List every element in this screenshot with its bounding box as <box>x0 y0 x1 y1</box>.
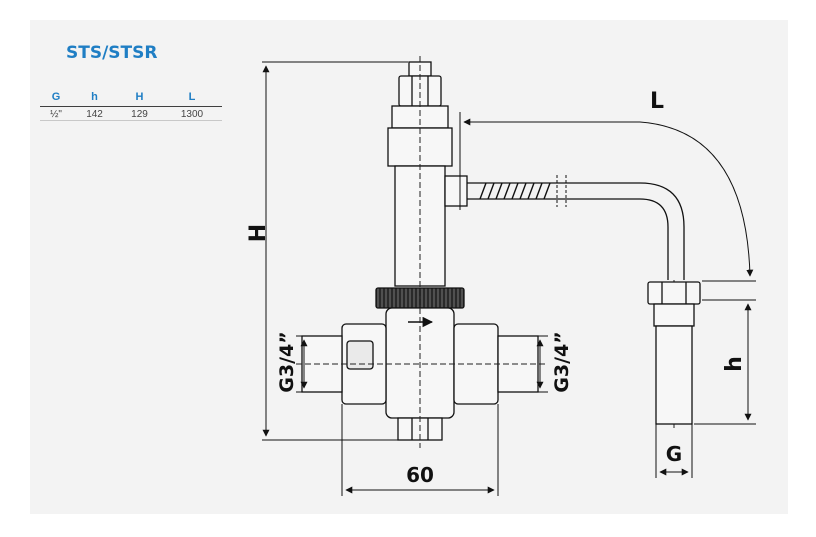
product-title: STS/STSR <box>66 43 158 63</box>
capillary-break <box>556 175 567 207</box>
probe-sleeve <box>655 325 693 425</box>
dim-label-thread-left: G3/4” <box>276 331 298 392</box>
dim-label-G: G <box>666 442 682 466</box>
probe-thread <box>653 303 695 327</box>
spec-header-l: L <box>161 91 222 107</box>
probe-hex-nut <box>647 281 701 305</box>
valve-body <box>301 61 539 441</box>
spec-cell-h-large: 129 <box>117 106 162 121</box>
spec-header-h-large: H <box>117 91 162 107</box>
dim-label-H: H <box>246 224 271 242</box>
spec-header-g: G <box>40 91 73 107</box>
left-nut-window <box>346 340 374 370</box>
spec-header-h-small: h <box>72 91 118 107</box>
dim-label-L: L <box>650 89 664 114</box>
side-port <box>444 175 468 207</box>
spec-cell-h-small: 142 <box>72 106 118 121</box>
spec-cell-g: ½" <box>40 106 73 121</box>
spec-table: G h H L ½" 142 129 1300 <box>40 91 222 121</box>
capillary-tube <box>467 182 685 280</box>
table-row: ½" 142 129 1300 <box>40 106 222 121</box>
sensor-probe <box>647 281 701 425</box>
capillary-spiral <box>479 182 551 200</box>
dim-label-thread-right: G3/4” <box>551 331 573 392</box>
spec-cell-l: 1300 <box>161 106 222 121</box>
dimension-lines <box>262 61 756 496</box>
spec-header-row: G h H L <box>40 91 222 107</box>
dim-label-60: 60 <box>406 463 434 487</box>
dim-label-h: h <box>722 356 747 372</box>
